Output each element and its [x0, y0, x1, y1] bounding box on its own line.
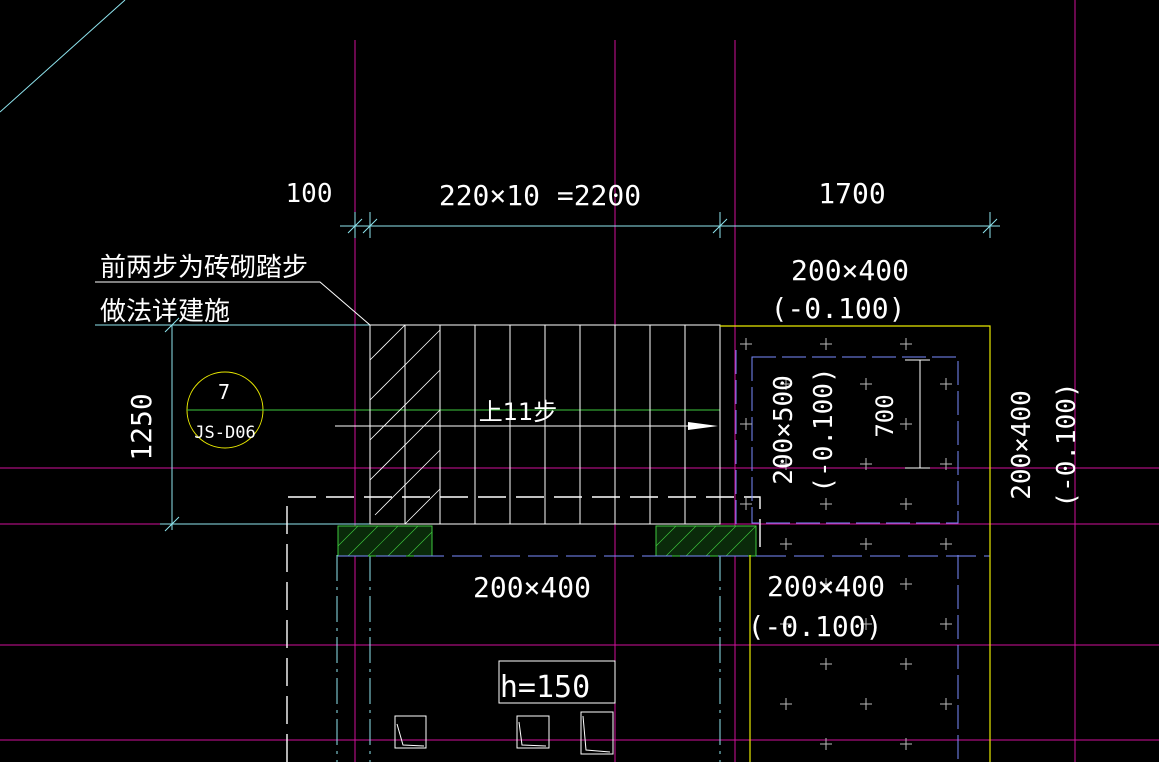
beam-label-right-vertical: 200×400 (-0.100): [1007, 382, 1082, 507]
slab-cross-marks: [740, 338, 952, 750]
brick-ledge-right: [655, 525, 757, 557]
beam-right-vertical-elev: (-0.100): [1052, 382, 1082, 507]
note-leader: [95, 281, 371, 326]
detail-marker[interactable]: 7 JS-D06: [186, 371, 720, 449]
beam-label-landing-vertical: 200×500 (-0.100): [769, 367, 839, 492]
slab-thickness-text: h=150: [500, 670, 590, 705]
stair-arrow-icon: [688, 422, 718, 430]
diagonal-reference-line: [0, 0, 126, 113]
top-dimension-line: [340, 212, 1000, 238]
landing-inner-dimension: [905, 359, 930, 469]
dashdot-lines: [336, 555, 721, 762]
beam-bottom-middle-size: 200×400: [473, 571, 591, 604]
dim-landing-inner-text: 700: [871, 394, 899, 437]
dim-middle-text: 220×10 =2200: [439, 179, 641, 212]
beam-label-bottom-right: 200×400 (-0.100): [748, 570, 885, 643]
beam-label-top-right: 200×400 (-0.100): [771, 254, 909, 325]
detail-marker-number: 7: [218, 380, 230, 404]
stair-flight: [335, 324, 721, 525]
note-line-1: 前两步为砖砌踏步: [100, 253, 308, 283]
beam-right-vertical-size: 200×400: [1007, 390, 1037, 500]
detail-marker-sheet: JS-D06: [194, 423, 255, 443]
beam-landing-vertical-elev: (-0.100): [809, 367, 839, 492]
dim-left-text: 100: [286, 179, 333, 209]
brick-ledge-left: [337, 525, 433, 557]
landing-slab: [720, 325, 991, 762]
slab-thickness-tag: h=150: [498, 660, 616, 705]
dashed-wall-outline: [286, 496, 761, 762]
beam-top-right-elev: (-0.100): [771, 292, 906, 325]
dim-vertical-text: 1250: [125, 393, 158, 460]
beam-landing-vertical-size: 200×500: [769, 375, 799, 485]
note-line-2: 做法详建施: [100, 297, 230, 327]
stair-direction-label: 上11步: [479, 398, 558, 426]
opening-symbols: [394, 711, 614, 755]
dim-right-text: 1700: [818, 177, 885, 210]
beam-top-right-size: 200×400: [791, 254, 909, 287]
vertical-dimension-line: [160, 317, 370, 532]
beam-bottom-right-elev: (-0.100): [748, 610, 883, 643]
beam-bottom-right-size: 200×400: [767, 570, 885, 603]
